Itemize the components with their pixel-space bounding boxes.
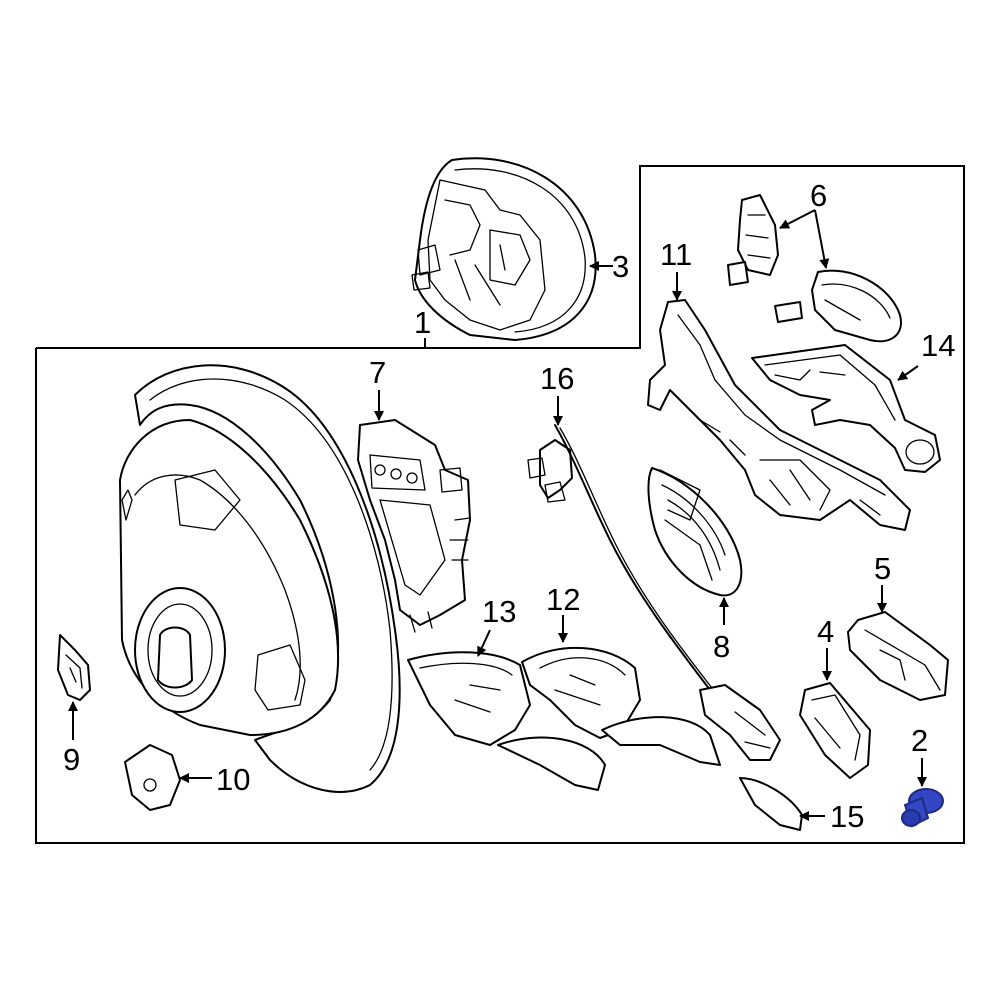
callout-1: 1	[414, 305, 431, 340]
callout-7: 7	[369, 355, 386, 390]
callout-4: 4	[817, 614, 834, 649]
part-5-module[interactable]	[847, 585, 949, 701]
part-11-trim-bracket[interactable]	[647, 272, 911, 531]
part-2-bolt[interactable]	[901, 758, 944, 828]
callout-14: 14	[921, 328, 955, 363]
callout-10: 10	[216, 762, 250, 797]
main-frame	[35, 165, 965, 844]
part-6-switch-pair[interactable]	[727, 194, 902, 343]
callout-3: 3	[612, 249, 629, 284]
part-12-cover[interactable]	[521, 615, 721, 766]
callout-12: 12	[546, 582, 580, 617]
callout-6: 6	[810, 178, 827, 213]
bolt-tip	[901, 809, 921, 827]
part-10-clip[interactable]	[124, 744, 212, 811]
steering-wheel[interactable]	[119, 364, 401, 793]
part-14-upper-trim[interactable]	[751, 344, 941, 473]
callout-16: 16	[540, 361, 574, 396]
part-15-trim[interactable]	[739, 777, 825, 831]
callout-11: 11	[660, 237, 692, 272]
part-4-module[interactable]	[799, 648, 871, 779]
callout-9: 9	[63, 742, 80, 777]
callout-labels: 1 2 3 4 5 6 7 8 9 10 11 12 13 14 15 16	[63, 178, 955, 834]
part-3-airbag-module[interactable]	[411, 157, 613, 341]
callout-2: 2	[911, 723, 928, 758]
part-13-cover[interactable]	[407, 629, 606, 791]
part-7-switch-bracket[interactable]	[357, 390, 471, 633]
callout-8: 8	[713, 629, 730, 664]
part-16-wiring-harness[interactable]	[527, 396, 781, 761]
callout-5: 5	[874, 551, 891, 586]
callout-13: 13	[482, 594, 516, 629]
callout-15: 15	[830, 799, 864, 834]
part-9-clip[interactable]	[57, 634, 91, 740]
part-8-switch-cover[interactable]	[647, 467, 743, 625]
